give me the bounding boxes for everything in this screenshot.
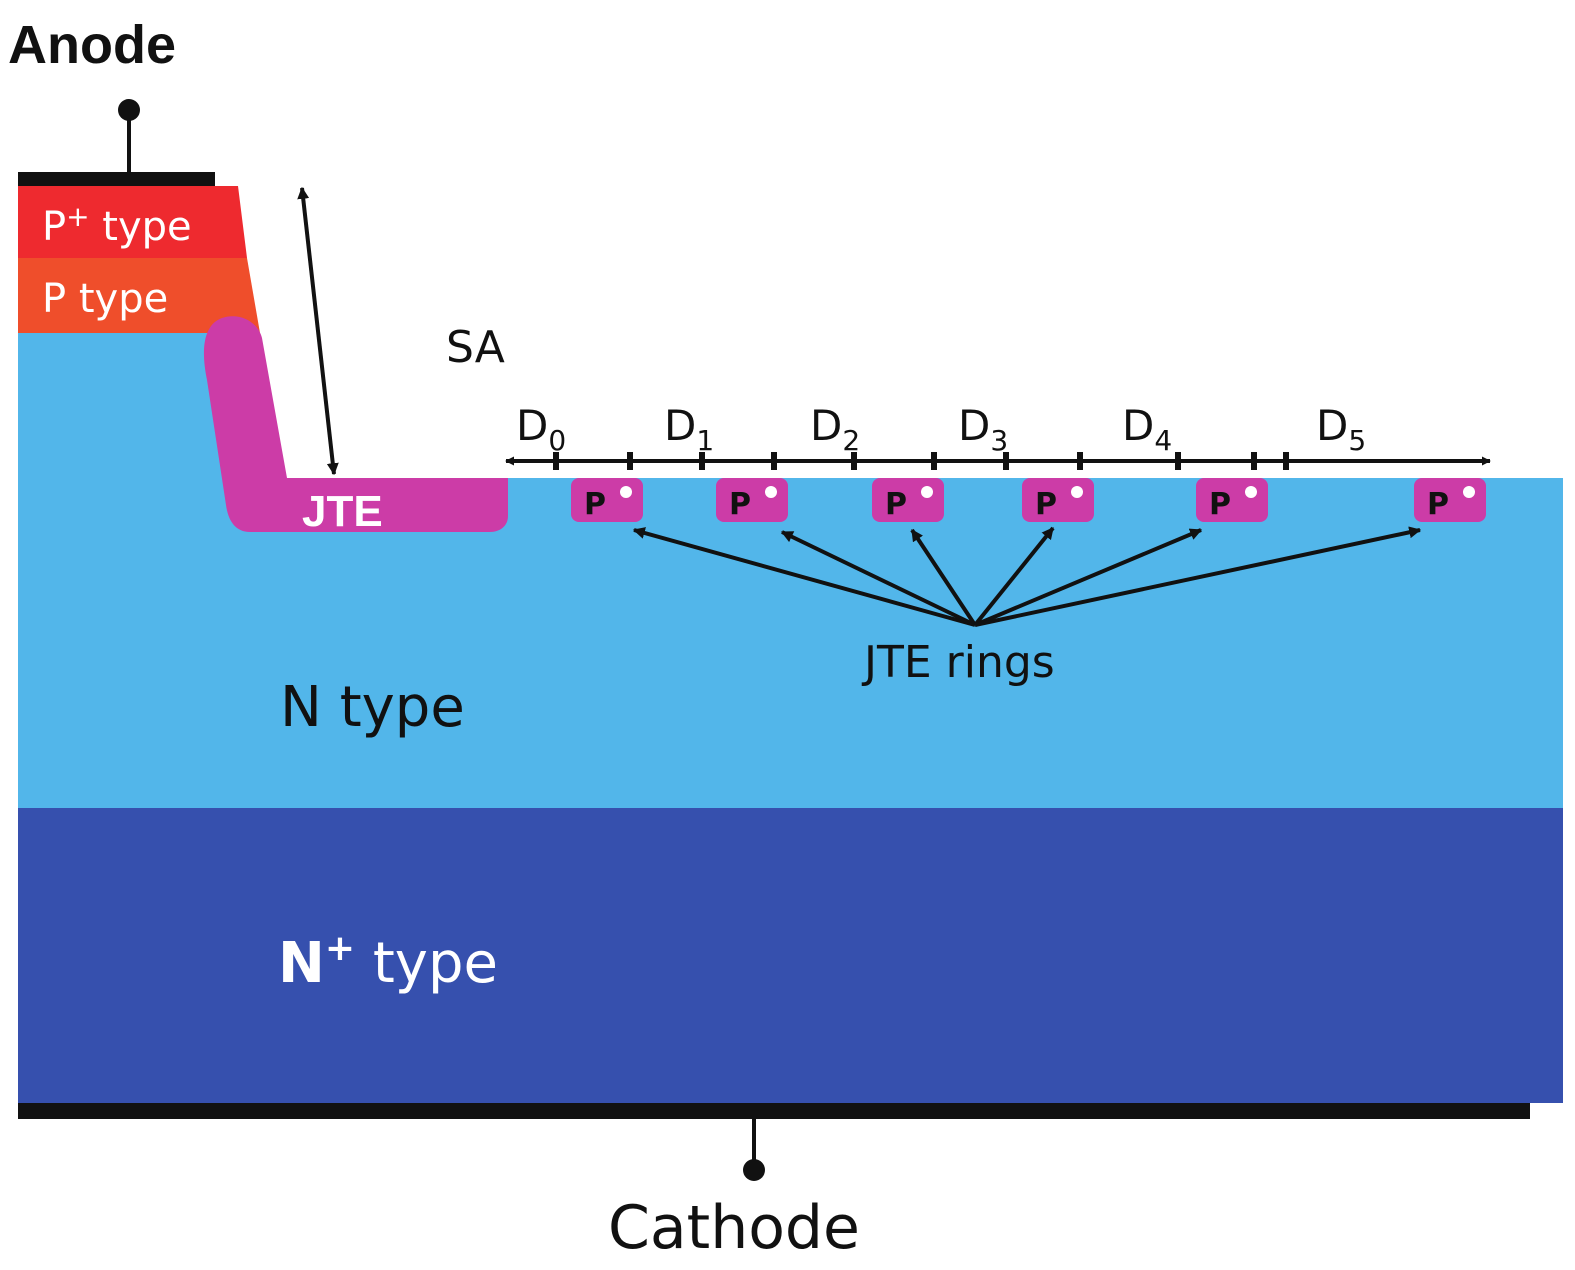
n-type-label: N type bbox=[280, 675, 465, 740]
spacing-tick bbox=[627, 452, 633, 470]
spacing-label-sub-0: 0 bbox=[548, 424, 566, 457]
spacing-label-main-5: D bbox=[1316, 401, 1348, 450]
jte-ring-arrow-2 bbox=[910, 528, 977, 627]
spacing-tick bbox=[553, 452, 559, 470]
n-plus-type-label-sup: + bbox=[325, 928, 355, 969]
jte-ring-label-4: P bbox=[1209, 487, 1231, 522]
jte-rings-label: JTE rings bbox=[861, 637, 1055, 688]
jte-ring-arrow-5 bbox=[974, 526, 1422, 627]
n-plus-type-label-rest: type bbox=[355, 931, 498, 996]
jte-ring-4 bbox=[1196, 478, 1268, 522]
p-type-label: P type bbox=[42, 276, 168, 322]
anode-metal-contact bbox=[18, 172, 215, 186]
cathode-metal-contact bbox=[18, 1103, 1530, 1119]
spacing-label-sub-5: 5 bbox=[1348, 424, 1366, 457]
sa-arrow bbox=[297, 186, 339, 476]
jte-ring-arrows bbox=[632, 526, 1422, 627]
jte-ring-dot-2 bbox=[921, 486, 933, 498]
jte-ring-arrow-1 bbox=[780, 530, 976, 627]
jte-ring-label-0: P bbox=[584, 487, 606, 522]
spacing-tick bbox=[1251, 452, 1257, 470]
spacing-tick bbox=[1283, 452, 1289, 470]
spacing-label-main-0: D bbox=[516, 401, 548, 450]
p-plus-type-label-main: P bbox=[42, 204, 66, 250]
p-plus-type-label: P+ type bbox=[42, 200, 192, 250]
jte-ring-dot-0 bbox=[620, 486, 632, 498]
anode-label: Anode bbox=[8, 15, 176, 75]
spacing-tick bbox=[699, 452, 705, 470]
jte-ring-1 bbox=[716, 478, 788, 522]
spacing-label-0: D0 bbox=[516, 401, 566, 457]
n-layer bbox=[18, 333, 1563, 808]
anode-terminal-dot bbox=[118, 99, 140, 121]
spacing-tick bbox=[1077, 452, 1083, 470]
jte-ring-dot-5 bbox=[1463, 486, 1475, 498]
spacing-label-4: D4 bbox=[1122, 401, 1172, 457]
jte-ring-label-3: P bbox=[1035, 487, 1057, 522]
spacing-label-sub-3: 3 bbox=[990, 424, 1008, 457]
jte-region bbox=[203, 316, 508, 532]
spacing-label-2: D2 bbox=[810, 401, 860, 457]
spacing-tick bbox=[771, 452, 777, 470]
jte-ring-arrow-3 bbox=[973, 526, 1055, 627]
spacing-label-sub-1: 1 bbox=[696, 424, 714, 457]
spacing-label-main-2: D bbox=[810, 401, 842, 450]
jte-ring-3 bbox=[1022, 478, 1094, 522]
jte-ring-5 bbox=[1414, 478, 1486, 522]
jte-label: JTE bbox=[302, 487, 383, 536]
spacing-label-1: D1 bbox=[664, 401, 714, 457]
spacing-label-main-3: D bbox=[958, 401, 990, 450]
jte-ring-0 bbox=[571, 478, 643, 522]
jte-ring-arrow-4 bbox=[974, 528, 1203, 627]
n-plus-type-label: N+ type bbox=[278, 928, 498, 996]
jte-ring-arrow-0 bbox=[632, 527, 976, 627]
spacing-label-main-4: D bbox=[1122, 401, 1154, 450]
spacing-label-sub-4: 4 bbox=[1154, 424, 1172, 457]
spacing-ticks bbox=[553, 452, 1289, 470]
jte-ring-label-2: P bbox=[885, 487, 907, 522]
spacing-label-5: D5 bbox=[1316, 401, 1366, 457]
spacing-tick bbox=[851, 452, 857, 470]
p-plus-type-label-rest: type bbox=[90, 204, 192, 250]
spacing-tick bbox=[1175, 452, 1181, 470]
p-layer bbox=[18, 258, 260, 333]
cathode-label: Cathode bbox=[608, 1193, 860, 1263]
jte-ring-dot-3 bbox=[1071, 486, 1083, 498]
jte-ring-label-5: P bbox=[1427, 487, 1449, 522]
n-plus-type-label-main: N bbox=[278, 931, 325, 996]
jte-ring-dot-4 bbox=[1245, 486, 1257, 498]
spacing-label-3: D3 bbox=[958, 401, 1008, 457]
spacing-tick bbox=[931, 452, 937, 470]
spacing-tick bbox=[1003, 452, 1009, 470]
jte-ring-dot-1 bbox=[765, 486, 777, 498]
spacing-label-sub-2: 2 bbox=[842, 424, 860, 457]
spacing-label-main-1: D bbox=[664, 401, 696, 450]
cathode-terminal-dot bbox=[743, 1159, 765, 1181]
p-plus-type-label-sup: + bbox=[66, 200, 89, 233]
jte-ring-label-1: P bbox=[729, 487, 751, 522]
n-plus-layer bbox=[18, 808, 1563, 1103]
jte-ring-2 bbox=[872, 478, 944, 522]
p-plus-layer bbox=[18, 186, 247, 258]
sa-label: SA bbox=[446, 322, 505, 373]
